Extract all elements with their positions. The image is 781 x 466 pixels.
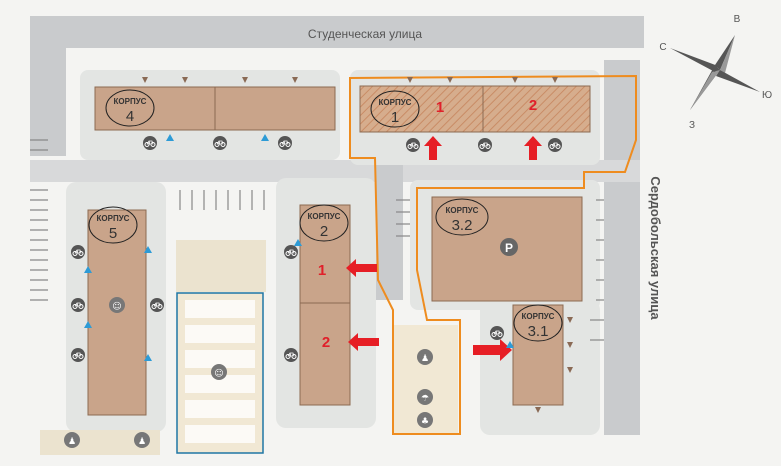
bicycle-icon xyxy=(405,137,421,153)
bicycle-icon xyxy=(70,297,86,313)
inner-road-vertical xyxy=(375,150,403,300)
building-3-2-number: 3.2 xyxy=(452,217,473,234)
section-1-building-2: 1 xyxy=(318,262,326,279)
family-icon: ☺ xyxy=(109,297,125,313)
parking-icon: P xyxy=(500,238,518,256)
building-4-number: 4 xyxy=(126,108,134,125)
label-building-1: КОРПУС 1 xyxy=(370,90,420,128)
building-3-1[interactable] xyxy=(512,304,564,406)
walking-icon: ♟ xyxy=(64,432,80,448)
sandbox-icon: ☂ xyxy=(417,389,433,405)
arrow-left-b2-s1 xyxy=(346,259,377,277)
building-2-prefix: КОРПУС xyxy=(308,212,341,221)
building-1-prefix: КОРПУС xyxy=(379,98,412,107)
highlight-outline xyxy=(349,74,637,435)
section-2-building-2: 2 xyxy=(322,334,330,351)
building-5-prefix: КОРПУС xyxy=(97,214,130,223)
section-1-building-1: 1 xyxy=(436,99,444,116)
svg-text:♟: ♟ xyxy=(421,354,429,364)
street-name-north: Студенческая улица xyxy=(308,27,422,41)
bicycle-icon xyxy=(149,297,165,313)
compass-north: С xyxy=(659,42,666,53)
inner-road xyxy=(30,160,640,182)
walking-icon: ♟ xyxy=(417,349,433,365)
west-road xyxy=(30,16,66,156)
svg-text:☂: ☂ xyxy=(421,394,429,404)
svg-text:☺: ☺ xyxy=(112,301,121,312)
street-name-east: Сердобольская улица xyxy=(648,176,663,320)
bicycle-icon xyxy=(212,135,228,151)
section-2-building-1: 2 xyxy=(529,97,537,114)
bicycle-icon xyxy=(283,347,299,363)
building-4[interactable] xyxy=(94,86,336,131)
svg-text:☺: ☺ xyxy=(214,368,223,379)
compass-west: З xyxy=(689,120,695,131)
compass-south: Ю xyxy=(762,90,772,101)
compass-rose: С В Ю З xyxy=(659,14,772,131)
sports-icon: ♣ xyxy=(417,412,433,428)
label-building-4: КОРПУС 4 xyxy=(105,89,155,127)
svg-text:P: P xyxy=(505,241,513,255)
playground-tiles xyxy=(185,300,255,443)
sports-icon: ♟ xyxy=(134,432,150,448)
east-road-lane xyxy=(604,60,640,435)
building-1-number: 1 xyxy=(391,109,399,126)
arrow-up-b1-s2 xyxy=(524,136,542,160)
bicycle-icon xyxy=(489,325,505,341)
arrow-right-b3-1 xyxy=(473,339,512,361)
arrow-left-b2-s2 xyxy=(348,333,379,351)
label-building-3-1: КОРПУС 3.1 xyxy=(513,304,563,342)
compass-east: В xyxy=(734,14,741,25)
building-3-2-prefix: КОРПУС xyxy=(446,206,479,215)
building-3-1-number: 3.1 xyxy=(528,323,549,340)
label-building-2: КОРПУС 2 xyxy=(299,204,349,242)
building-2-number: 2 xyxy=(320,223,328,240)
entrance-arrows xyxy=(346,136,542,361)
bicycle-icon xyxy=(283,244,299,260)
building-1[interactable] xyxy=(359,85,591,133)
svg-text:♟: ♟ xyxy=(138,437,146,447)
north-road xyxy=(32,16,644,48)
arrow-up-b1-s1 xyxy=(424,136,442,160)
bicycle-icon xyxy=(142,135,158,151)
label-building-3-2: КОРПУС 3.2 xyxy=(435,198,489,236)
building-3-1-prefix: КОРПУС xyxy=(522,312,555,321)
playground-icon: ☺ xyxy=(211,364,227,380)
bicycle-icon xyxy=(70,244,86,260)
bicycle-icon xyxy=(477,137,493,153)
building-4-prefix: КОРПУС xyxy=(114,97,147,106)
bicycle-icon xyxy=(547,137,563,153)
label-building-5: КОРПУС 5 xyxy=(88,206,138,244)
svg-text:♟: ♟ xyxy=(68,437,76,447)
svg-text:♣: ♣ xyxy=(421,417,429,427)
building-5-number: 5 xyxy=(109,225,117,242)
sports-field xyxy=(176,240,266,292)
bicycle-icon xyxy=(277,135,293,151)
bicycle-icon xyxy=(70,347,86,363)
parking-stalls xyxy=(30,139,604,341)
